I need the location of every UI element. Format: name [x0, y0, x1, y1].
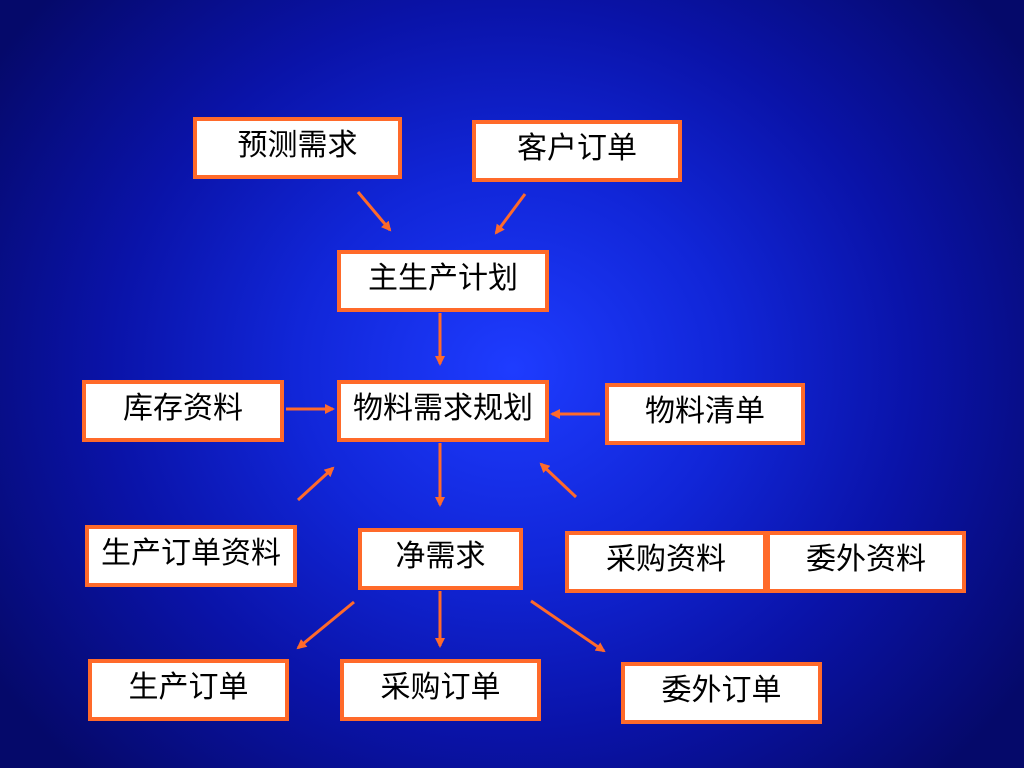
node-purchase-data: 采购资料 — [565, 531, 767, 593]
node-outsource-order: 委外订单 — [621, 662, 822, 724]
node-master-production-schedule: 主生产计划 — [337, 250, 549, 312]
node-outsource-data: 委外资料 — [766, 531, 966, 593]
node-customer-order: 客户订单 — [472, 120, 682, 182]
node-production-order-data: 生产订单资料 — [85, 525, 297, 587]
node-label: 库存资料 — [123, 391, 243, 426]
node-label: 委外订单 — [661, 673, 782, 708]
node-label: 物料需求规划 — [353, 391, 533, 426]
node-label: 物料清单 — [645, 394, 765, 429]
arrow-purchase-data-to-mrp — [539, 462, 578, 499]
node-label: 生产订单 — [128, 670, 249, 705]
node-label: 客户订单 — [517, 131, 637, 166]
node-label: 采购资料 — [606, 542, 726, 577]
node-label: 生产订单资料 — [101, 536, 281, 571]
node-label: 采购订单 — [380, 670, 501, 705]
node-label: 主生产计划 — [368, 261, 518, 296]
node-production-order: 生产订单 — [88, 659, 289, 721]
node-inventory-data: 库存资料 — [82, 380, 284, 442]
node-bill-of-materials: 物料清单 — [605, 383, 805, 445]
node-net-requirement: 净需求 — [358, 528, 523, 590]
node-label: 净需求 — [395, 539, 486, 574]
node-material-requirements-planning: 物料需求规划 — [337, 380, 549, 442]
arrow-forecast-to-mps — [356, 191, 392, 232]
node-label: 预测需求 — [237, 128, 358, 163]
node-purchase-order: 采购订单 — [340, 659, 541, 721]
arrow-production-data-to-mrp — [296, 466, 335, 502]
node-forecast-demand: 预测需求 — [193, 117, 402, 179]
arrow-customer-order-to-mps — [494, 193, 527, 235]
arrow-net-requirement-to-production-order — [296, 600, 355, 650]
arrow-net-requirement-to-outsource-order — [530, 599, 606, 653]
node-label: 委外资料 — [806, 542, 926, 577]
